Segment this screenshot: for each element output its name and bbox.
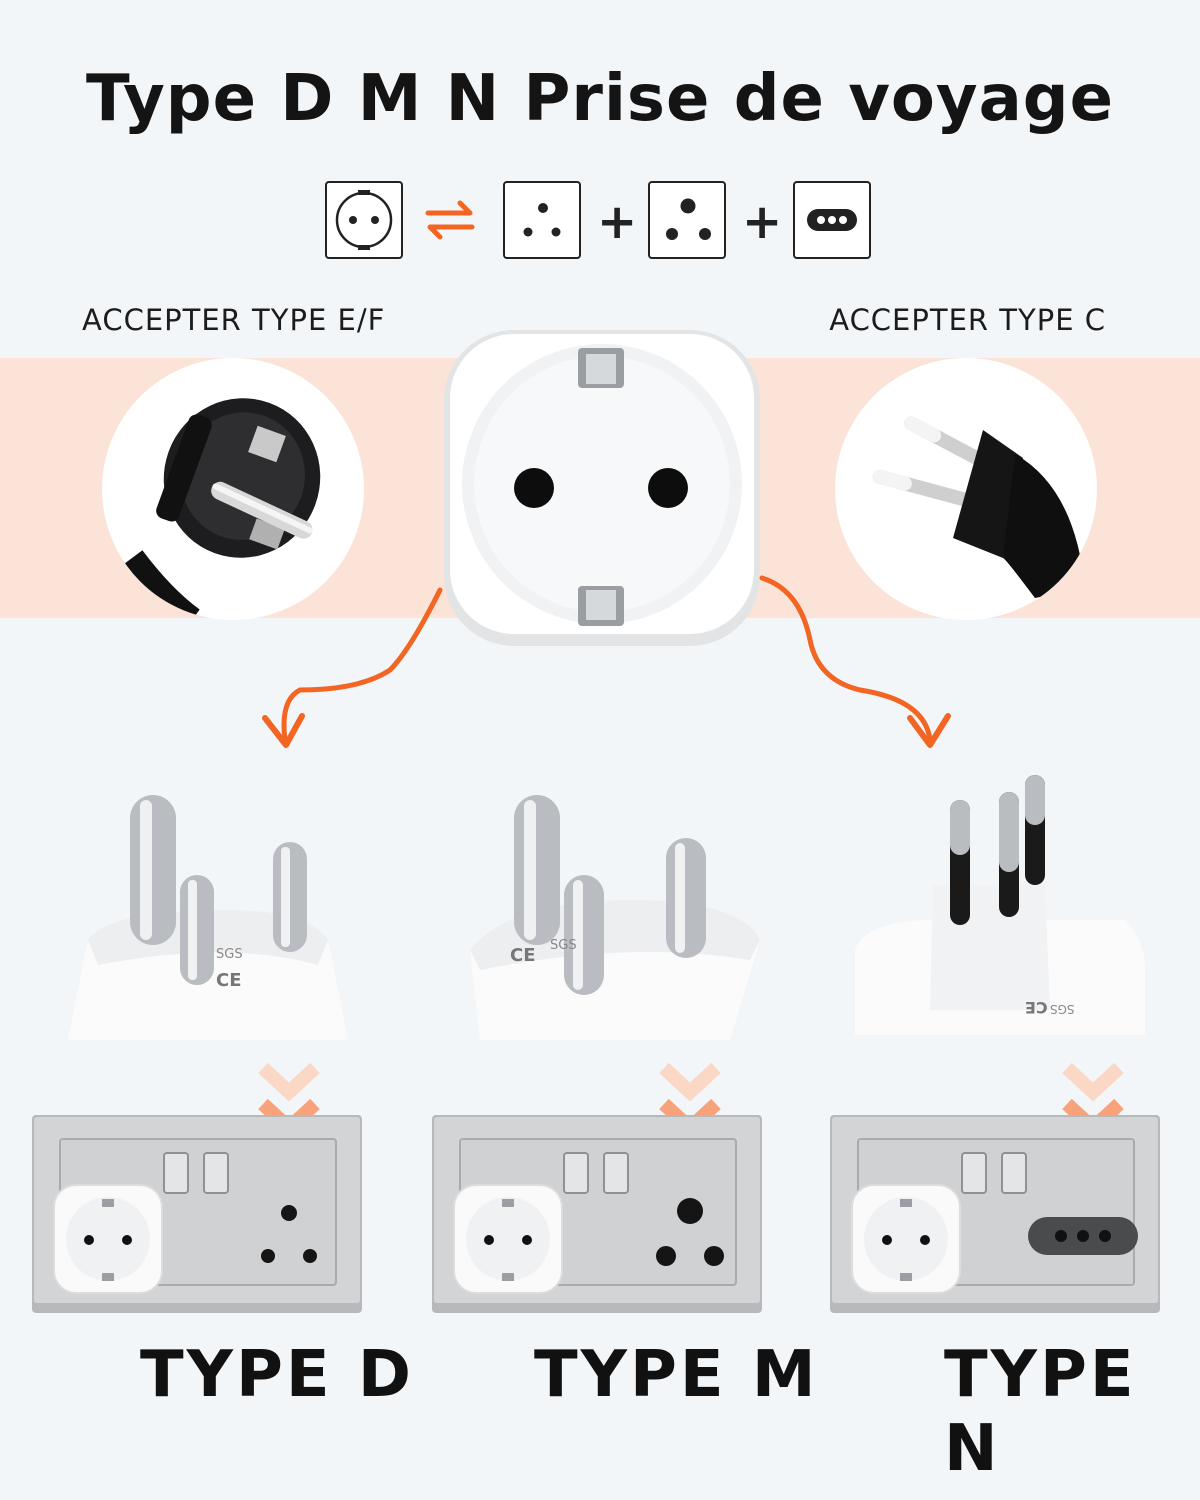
swap-arrows-icon (424, 198, 476, 242)
accept-type-ef-label: ACCEPTER TYPE E/F (82, 303, 386, 337)
plus-sign: + (597, 194, 638, 250)
type-n-plug-image: CE SGS (845, 770, 1165, 1040)
type-m-label: TYPE M (534, 1338, 819, 1412)
plus-sign: + (742, 194, 783, 250)
type-d-socket-symbol-icon (503, 181, 581, 259)
sgs-mark: SGS (1050, 1002, 1075, 1016)
adapter-socket-image (438, 324, 766, 652)
sgs-mark: SGS (550, 938, 577, 953)
accept-type-c-label: ACCEPTER TYPE C (829, 303, 1106, 337)
type-d-plug-image: CE SGS (48, 790, 368, 1040)
type-n-wall-socket (830, 1115, 1160, 1313)
arrow-to-type-d-icon (262, 575, 951, 748)
ce-mark: CE (1025, 998, 1048, 1017)
type-n-label: TYPE N (944, 1338, 1137, 1486)
schuko-socket-symbol-icon (325, 181, 403, 259)
sgs-mark: SGS (216, 947, 243, 962)
type-ef-plug-image (102, 358, 364, 620)
type-m-plug-image: CE SGS (450, 790, 770, 1040)
type-n-socket-symbol-icon (793, 181, 871, 259)
type-m-socket-symbol-icon (648, 181, 726, 259)
page-title: Type D M N Prise de voyage (86, 62, 1114, 136)
type-d-label: TYPE D (140, 1338, 415, 1412)
type-d-wall-socket (32, 1115, 362, 1313)
type-c-plug-image (835, 358, 1097, 620)
type-m-wall-socket (432, 1115, 762, 1313)
ce-mark: CE (510, 945, 536, 966)
ce-mark: CE (216, 970, 242, 991)
